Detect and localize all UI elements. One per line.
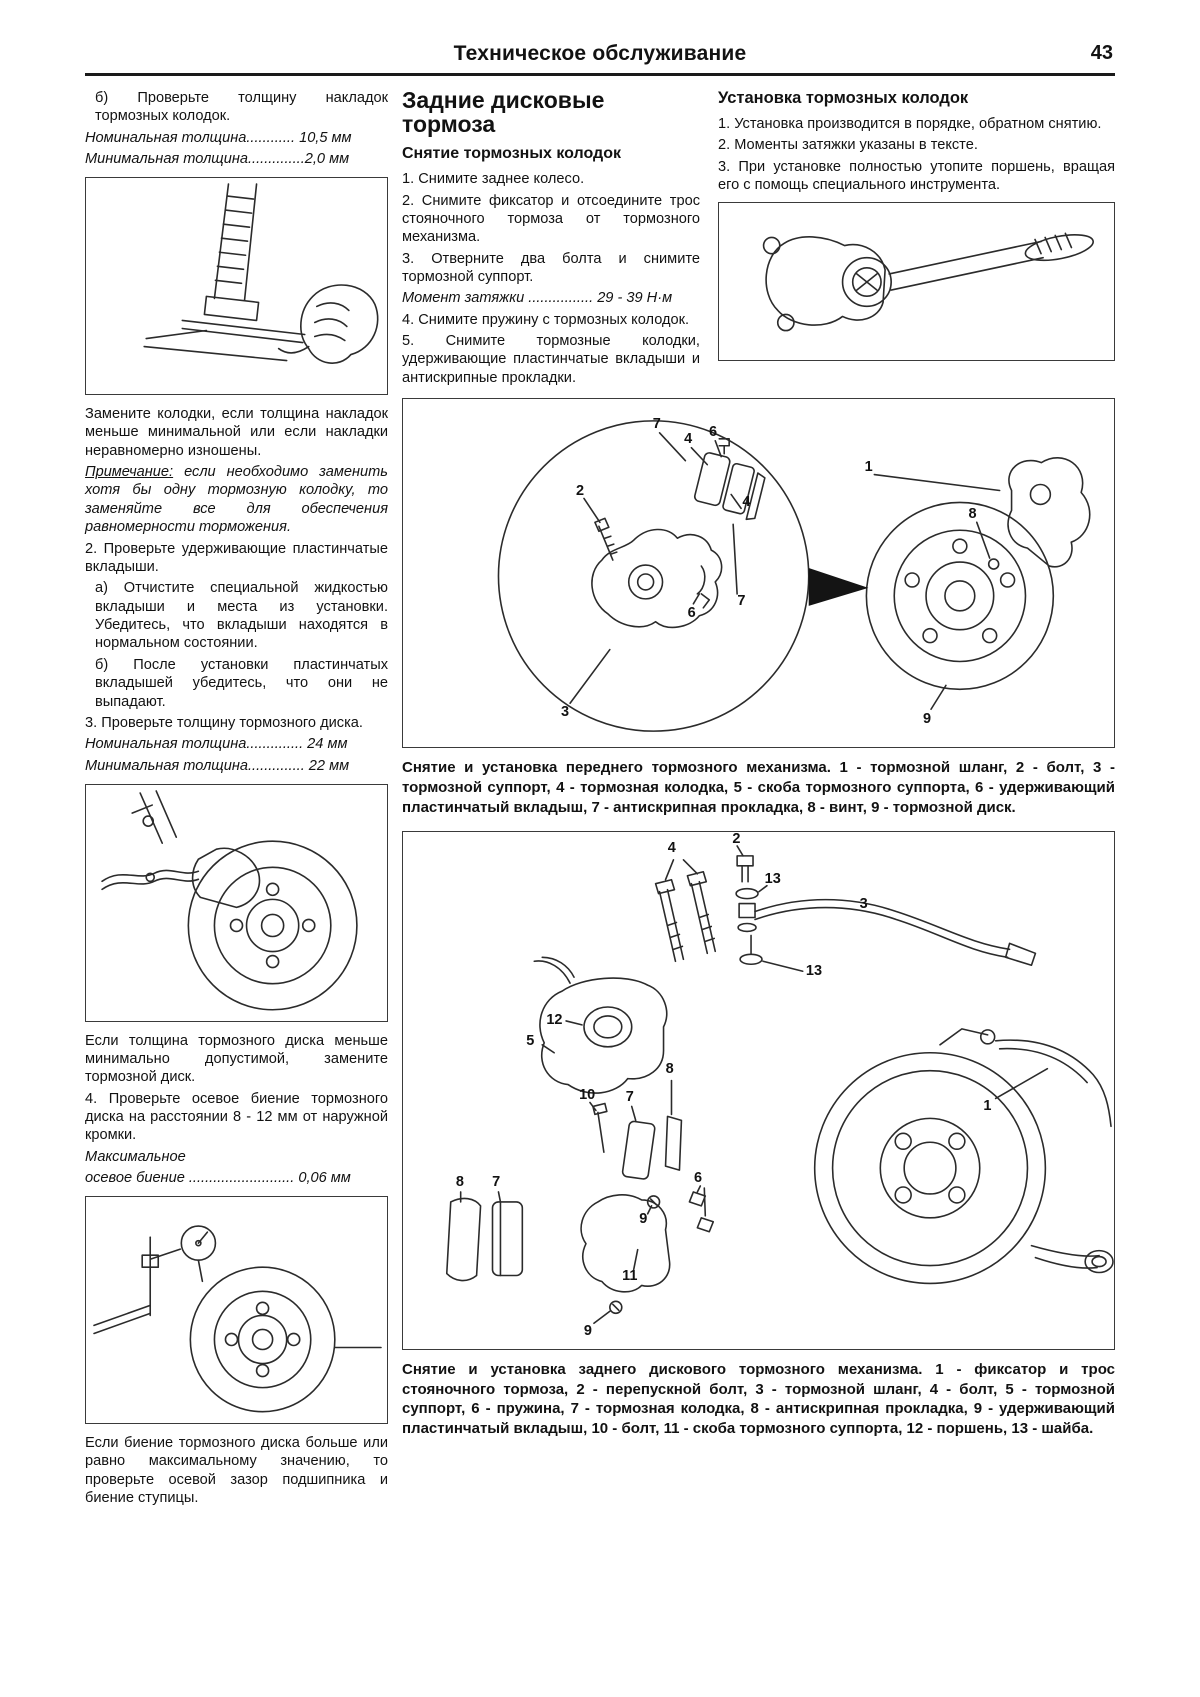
spec-line: Максимальное xyxy=(85,1148,186,1165)
figure-callout: 8 xyxy=(455,1173,464,1190)
piston-tool-drawing xyxy=(762,233,1094,332)
spec-line: Минимальная толщина..............2,0 мм xyxy=(85,151,350,167)
figure-disc-runout-gauge xyxy=(85,1196,388,1425)
step: 5. Снимите тормозные колодки, удерживающ… xyxy=(402,333,700,386)
figure-callout: 9 xyxy=(639,1211,648,1228)
figure-callout: 1 xyxy=(864,458,873,475)
rear-brake-drawing xyxy=(445,844,1114,1324)
figure-callout: 8 xyxy=(665,1061,674,1078)
paragraph: а) Отчистите специальной жидкостью вклад… xyxy=(95,580,388,652)
figure-callout: 7 xyxy=(652,415,661,432)
figure-piston-tool xyxy=(718,202,1115,362)
figure-caption-front: Снятие и установка переднего тормозного … xyxy=(402,759,1115,816)
figure-callout: 13 xyxy=(805,962,823,979)
step: 4. Снимите пружину с тормозных колодок. xyxy=(402,311,690,328)
figure-callout: 2 xyxy=(575,482,585,499)
step: 3. При установке полностью утопите порше… xyxy=(718,158,1115,194)
step: 2. Снимите фиксатор и отсоедините трос с… xyxy=(402,192,700,246)
figure-callout: 13 xyxy=(764,870,781,887)
figure-callout: 9 xyxy=(583,1322,592,1339)
front-brake-drawing xyxy=(497,420,1091,733)
figure-callout: 8 xyxy=(968,505,977,522)
step: 3. Отверните два болта и снимите тормозн… xyxy=(402,250,700,286)
figure-pad-thickness-measurement xyxy=(85,177,388,395)
left-column: б) Проверьте толщину накладок тормозных … xyxy=(85,89,388,1511)
figure-callout: 7 xyxy=(492,1173,501,1190)
figure-callout: 6 xyxy=(694,1169,703,1186)
page-title: Техническое обслуживание xyxy=(453,42,747,65)
paragraph: Если биение тормозного диска больше или … xyxy=(85,1435,388,1507)
subsection-title: Снятие тормозных колодок xyxy=(402,144,621,162)
figure-callout: 12 xyxy=(546,1012,563,1029)
spec-line: осевое биение ..........................… xyxy=(85,1170,351,1187)
paragraph: б) Проверьте толщину накладок тормозных … xyxy=(95,90,388,125)
figure-callout: 4 xyxy=(667,839,676,856)
figure-callout: 5 xyxy=(526,1032,535,1049)
spec-line: Номинальная толщина.............. 24 мм xyxy=(85,736,348,753)
torque-spec: Момент затяжки ................ 29 - 39 … xyxy=(402,290,673,307)
spec-line: Номинальная толщина............ 10,5 мм xyxy=(85,129,352,146)
note-paragraph: Примечание: если необходимо заменить хот… xyxy=(85,463,388,537)
figure-callout: 10 xyxy=(579,1087,596,1104)
figure-callout: 7 xyxy=(737,592,746,609)
figure-callout: 11 xyxy=(622,1268,638,1285)
figure-disc-and-hose xyxy=(85,783,388,1022)
paragraph: Замените колодки, если толщина накладок … xyxy=(85,405,388,459)
figure-callout: 9 xyxy=(922,711,932,728)
paragraph: 4. Проверьте осевое биение тормозного ди… xyxy=(85,1090,388,1144)
figure-callout: 4 xyxy=(684,430,693,447)
figure-caption-rear: Снятие и установка заднего дискового тор… xyxy=(402,1360,1115,1438)
step: 1. Установка производится в порядке, обр… xyxy=(718,115,1102,132)
spec-line: Минимальная толщина.............. 22 мм xyxy=(85,757,350,774)
pad-measurement-drawing xyxy=(143,183,379,365)
right-column: Установка тормозных колодок 1. Установка… xyxy=(718,89,1115,371)
figure-callout: 3 xyxy=(561,704,570,721)
figure-callout: 6 xyxy=(708,423,718,440)
step: 1. Снимите заднее колесо. xyxy=(402,171,585,188)
middle-column: Задние дисковые тормоза Снятие тормозных… xyxy=(402,87,700,390)
top-text-row: Задние дисковые тормоза Снятие тормозных… xyxy=(402,87,1115,390)
subsection-title: Установка тормозных колодок xyxy=(718,89,969,107)
figure-callout: 3 xyxy=(859,895,868,912)
page-number: 43 xyxy=(1090,42,1113,64)
disc-hose-drawing xyxy=(101,790,358,1011)
main-area: Задние дисковые тормоза Снятие тормозных… xyxy=(402,87,1115,1452)
figure-callout: 7 xyxy=(625,1088,634,1105)
section-title: Задние дисковые тормоза xyxy=(402,87,605,137)
figure-callout: 6 xyxy=(687,604,696,621)
figure-front-brake-exploded: 7 4 6 2 4 6 7 3 1 8 9 xyxy=(402,398,1115,749)
paragraph: 3. Проверьте толщину тормозного диска. xyxy=(85,714,363,731)
note-label: Примечание: xyxy=(85,464,174,481)
paragraph: Если толщина тормозного диска меньше мин… xyxy=(85,1032,388,1086)
figure-callout: 2 xyxy=(732,831,741,848)
page-columns: б) Проверьте толщину накладок тормозных … xyxy=(85,87,1115,1511)
step: 2. Моменты затяжки указаны в тексте. xyxy=(718,137,978,154)
runout-gauge-drawing xyxy=(93,1225,382,1413)
figure-callout: 4 xyxy=(742,493,751,510)
paragraph: 2. Проверьте удерживающие пластинчатые в… xyxy=(85,540,388,575)
page-header: Техническое обслуживание 43 xyxy=(85,42,1115,76)
figure-callout: 1 xyxy=(983,1097,992,1114)
note-text: если необходимо заменить хотя бы одну то… xyxy=(85,464,388,536)
figure-rear-brake-exploded: 4 2 13 3 13 12 5 10 7 8 6 8 7 9 11 9 1 xyxy=(402,830,1115,1350)
paragraph: б) После установки пластинчатых вкладыше… xyxy=(95,656,388,710)
